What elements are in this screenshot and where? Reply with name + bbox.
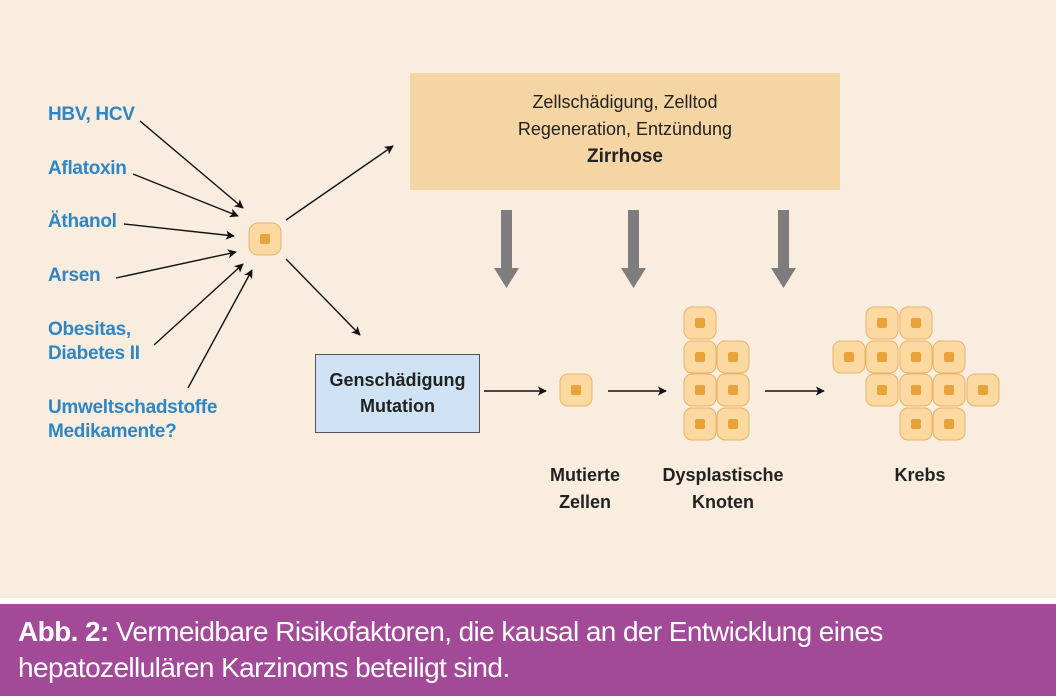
mutated-cell	[559, 373, 593, 407]
risk-factor-obesitas-diabetes: Obesitas, Diabetes II	[48, 319, 140, 364]
dysplastic-cell	[716, 407, 750, 441]
diagram-canvas: HBV, HCV Aflatoxin Äthanol Arsen Obesita…	[0, 0, 1056, 598]
arrow-umwelt	[187, 269, 253, 389]
cancer-cell	[899, 340, 933, 374]
down-arrow-2	[621, 210, 646, 288]
risk-factor-hbv-hcv: HBV, HCV	[48, 104, 135, 125]
arrow-hbv	[139, 120, 244, 209]
cell-damage-line-1: Zellschädigung, Zelltod	[532, 92, 718, 112]
arrow-arsen	[115, 249, 237, 279]
down-arrow-3	[771, 210, 796, 288]
down-arrow-1	[494, 210, 519, 288]
arrow-to-gene	[285, 258, 361, 336]
cancer-cell	[832, 340, 866, 374]
gene-damage-line-1: Genschädigung	[329, 370, 466, 390]
stage-label-dysplastic-nodules: Dysplastische Knoten	[662, 465, 784, 512]
arrow-aflatoxin	[132, 173, 239, 218]
cancer-cell	[899, 373, 933, 407]
cancer-cell	[899, 407, 933, 441]
cirrhosis-label: Zirrhose	[586, 146, 664, 167]
cancer-cell	[932, 407, 966, 441]
dysplastic-cell	[716, 340, 750, 374]
cell-damage-line-2: Regeneration, Entzündung	[517, 119, 733, 139]
cancer-cell	[966, 373, 1000, 407]
risk-factor-umweltschadstoffe: Umweltschadstoffe Medikamente?	[48, 397, 218, 442]
cancer-cell	[865, 306, 899, 340]
cancer-cluster-group	[832, 306, 1000, 441]
dysplastic-cell	[716, 373, 750, 407]
central-cell-nucleus	[260, 234, 270, 244]
caption-text: Vermeidbare Risikofaktoren, die kausal a…	[18, 616, 883, 683]
cancer-cell	[932, 340, 966, 374]
cancer-cell	[865, 340, 899, 374]
arrow-to-damage	[285, 145, 394, 221]
cancer-cell	[932, 373, 966, 407]
cancer-cell	[899, 306, 933, 340]
dysplastic-cell	[683, 373, 717, 407]
risk-factor-aethanol: Äthanol	[48, 211, 117, 232]
dysplastic-nodule-group	[683, 306, 750, 441]
risk-factor-aflatoxin: Aflatoxin	[48, 158, 127, 179]
risk-factor-arsen: Arsen	[48, 265, 101, 286]
stage-label-cancer: Krebs	[894, 465, 946, 485]
arrow-aethanol	[123, 223, 235, 240]
dysplastic-cell	[683, 407, 717, 441]
arrow-obesitas	[153, 263, 244, 346]
stage-label-mutated-cells: Mutierte Zellen	[549, 465, 620, 512]
figure-caption: Abb. 2: Vermeidbare Risikofaktoren, die …	[0, 604, 1056, 696]
gene-damage-line-2: Mutation	[360, 396, 435, 416]
caption-label: Abb. 2:	[18, 616, 109, 647]
mutated-cell-group	[559, 373, 593, 407]
dysplastic-cell	[683, 306, 717, 340]
diagram-graphics	[115, 120, 1000, 441]
dysplastic-cell	[683, 340, 717, 374]
gene-damage-box: Genschädigung Mutation	[315, 354, 480, 433]
cancer-cell	[865, 373, 899, 407]
cell-damage-box: Zellschädigung, Zelltod Regeneration, En…	[410, 73, 840, 190]
